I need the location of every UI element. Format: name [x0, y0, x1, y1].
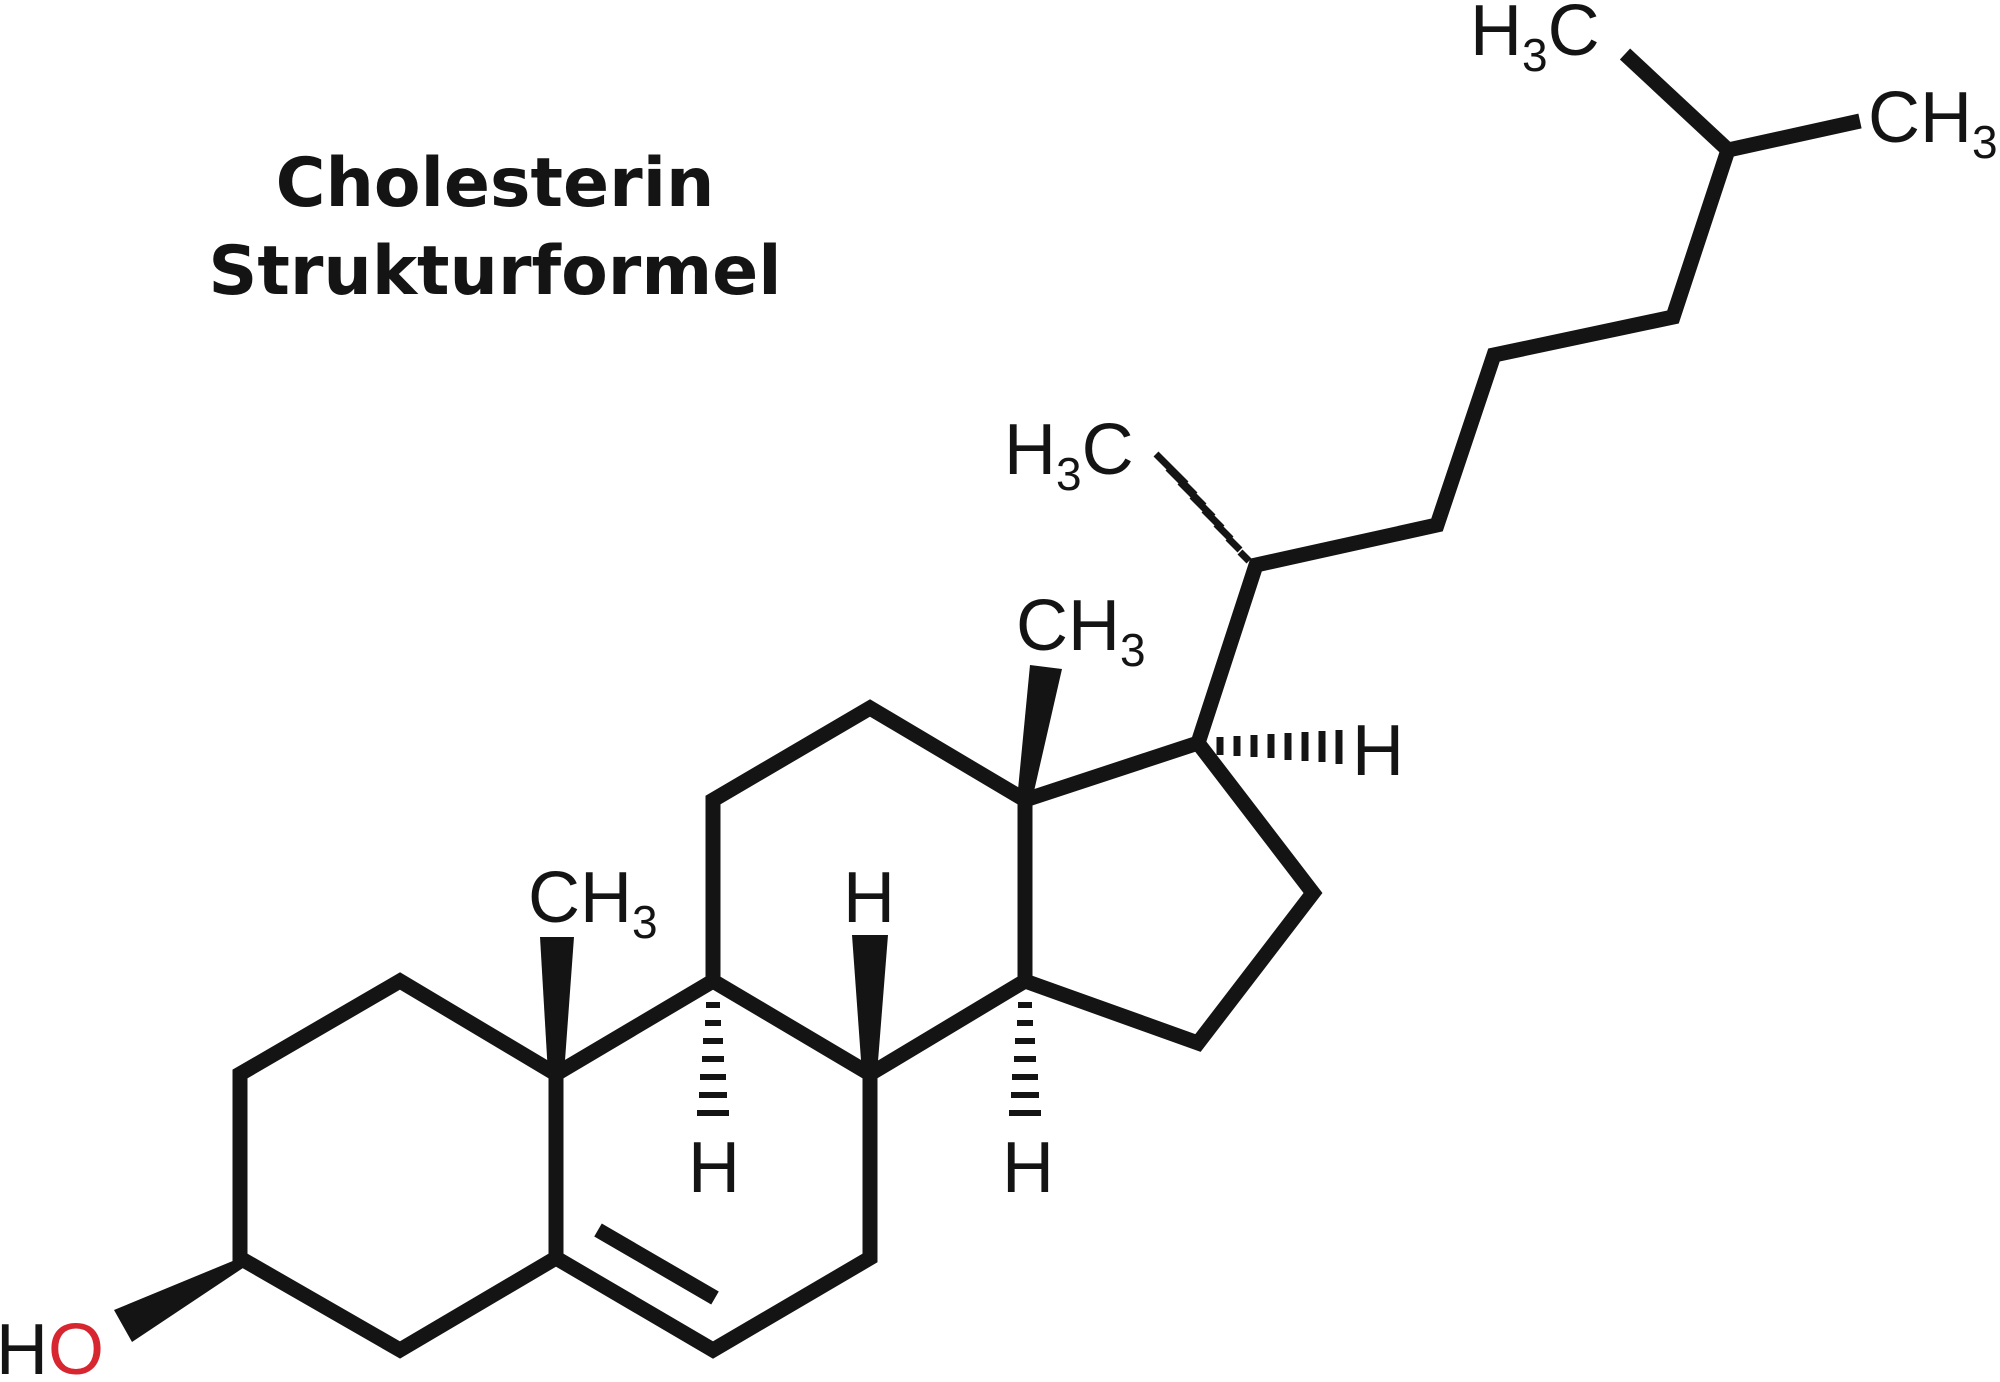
- label-ch3-right: CH3: [1868, 78, 1998, 168]
- wedge-c8-h: [852, 935, 888, 1074]
- double-bond-c5-c6: [594, 1223, 719, 1305]
- label-h-c17: H: [1352, 711, 1404, 791]
- title-line-1: Cholesterin: [275, 144, 715, 223]
- ring-d: [1022, 734, 1323, 1052]
- label-ch3-c10: CH3: [528, 858, 658, 948]
- wedge-c10-ch3: [540, 937, 574, 1074]
- label-h-c14: H: [1002, 1128, 1054, 1208]
- label-h3c-top: H3C: [1470, 0, 1600, 81]
- label-h-c8: H: [843, 858, 895, 938]
- hash-c17-h: [1216, 730, 1343, 764]
- title-line-2: Strukturformel: [208, 232, 782, 311]
- label-ho: HO: [0, 1310, 104, 1377]
- hash-c9-h: [697, 1002, 729, 1116]
- label-h-c9: H: [688, 1128, 740, 1208]
- side-chain-branch: [1619, 48, 1734, 156]
- label-h3c-side: H3C: [1004, 410, 1134, 500]
- diagram-title: Cholesterin Strukturformel: [170, 140, 820, 316]
- wedge-ho: [114, 1258, 246, 1342]
- hash-c14-h: [1009, 1002, 1041, 1116]
- ring-a: [232, 972, 564, 1359]
- label-ch3-c13: CH3: [1016, 586, 1146, 676]
- side-chain: [1190, 113, 1862, 746]
- ring-c: [705, 699, 1033, 1081]
- hash-c20-ch3: [1153, 451, 1252, 564]
- ring-b: [552, 972, 878, 1359]
- wedge-c13-ch3: [1017, 665, 1062, 800]
